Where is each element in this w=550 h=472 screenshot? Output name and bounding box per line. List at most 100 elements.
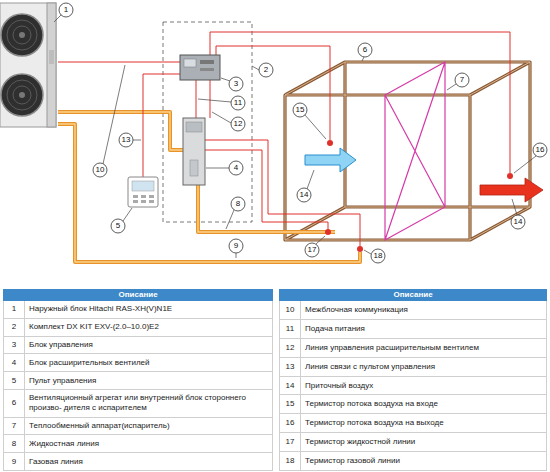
callout-circles	[93, 163, 107, 177]
row-number: 17	[280, 433, 301, 451]
remote-controller	[128, 177, 158, 207]
thermistor-dots	[325, 229, 331, 235]
leader-lines	[226, 210, 234, 229]
table-body: 10Межблочная коммуникация11Подача питани…	[279, 301, 547, 471]
table-row: 16Термистор потока воздуха на выходе	[280, 414, 546, 433]
callout-circles	[259, 63, 273, 77]
refrigerant-pipes	[58, 112, 360, 262]
remote-controller	[132, 181, 154, 191]
row-description: Наружный блок Hitachi RAS-XH(V)N1E	[25, 303, 272, 315]
callout-circles	[229, 239, 243, 253]
expansion-valve-block	[190, 160, 198, 176]
leader-lines	[316, 236, 325, 244]
row-number: 12	[280, 339, 301, 357]
row-number: 10	[280, 301, 301, 319]
row-description: Термистор газовой линии	[301, 455, 546, 467]
row-number: 6	[4, 390, 25, 417]
control-wires	[210, 32, 510, 173]
callout-circles	[358, 43, 372, 57]
table-row: 15Термистор потока воздуха на входе	[280, 395, 546, 414]
leader-lines	[307, 170, 314, 189]
callout-number: 12	[231, 117, 245, 131]
callout-circles	[305, 243, 319, 257]
leader-lines	[54, 15, 536, 258]
leader-lines	[198, 99, 231, 102]
remote-controller	[128, 177, 158, 207]
expansion-valve-block	[183, 118, 205, 185]
remote-controller	[133, 200, 138, 203]
outdoor-unit	[1, 14, 43, 56]
thermistor-dots	[507, 173, 513, 179]
row-description: Блок расширительных вентилей	[25, 357, 272, 369]
remote-controller	[133, 195, 138, 198]
row-number: 1	[4, 301, 25, 318]
row-description: Жидкостная линия	[25, 438, 272, 450]
row-number: 3	[4, 337, 25, 354]
leader-lines	[512, 199, 517, 215]
thermistor-dots	[357, 246, 363, 252]
control-wires	[210, 80, 211, 118]
callout-number: 7	[455, 73, 469, 87]
callout-circles	[59, 3, 547, 263]
expansion-valve-block	[183, 118, 205, 185]
row-number: 16	[280, 414, 301, 432]
ventilation-unit	[285, 62, 530, 240]
callout-circles	[293, 103, 307, 117]
refrigerant-pipes	[58, 112, 360, 262]
ventilation-unit	[285, 62, 530, 240]
air-arrows	[480, 178, 543, 202]
leader-lines	[206, 168, 229, 169]
ventilation-unit	[285, 62, 530, 240]
callout-number: 2	[259, 63, 273, 77]
remote-controller	[149, 195, 154, 198]
row-description: Газовая линия	[25, 456, 272, 468]
row-description: Термистор жидкостной линии	[301, 436, 546, 448]
control-wires	[216, 46, 330, 140]
table-row: 11Подача питания	[280, 320, 546, 339]
leader-lines	[236, 253, 237, 258]
heat-exchanger	[385, 62, 445, 240]
legend-table: Описание1Наружный блок Hitachi RAS-XH(V)…	[3, 289, 273, 471]
expansion-valve-block	[186, 122, 202, 132]
air-arrows	[305, 148, 356, 172]
control-wires	[143, 74, 180, 177]
table-row: 13Линия связи с пультом управления	[280, 358, 546, 377]
row-description: Блок управления	[25, 339, 272, 351]
outdoor-unit	[7, 80, 37, 110]
callout-circles	[231, 96, 245, 110]
callout-circles	[297, 188, 311, 202]
row-description: Линия управления расширительным вентилем	[301, 342, 546, 354]
row-description: Комплект DX KIT EXV-(2.0–10.0)E2	[25, 321, 272, 333]
outdoor-unit	[49, 50, 54, 64]
callout-number: 16	[533, 143, 547, 157]
row-description: Подача питания	[301, 323, 546, 335]
dx-kit-outline	[163, 22, 252, 222]
callout-number: 11	[231, 96, 245, 110]
callout-number: 6	[358, 43, 372, 57]
leader-lines	[305, 115, 326, 139]
leader-lines	[133, 140, 141, 141]
leader-lines	[54, 15, 61, 22]
callout-number: 3	[229, 77, 243, 91]
leader-lines	[252, 66, 259, 70]
control-block	[200, 60, 214, 64]
table-row: 7Теплообменный аппарат(испаритель)	[4, 418, 272, 436]
callout-number: 13	[119, 133, 133, 147]
thermistor-dots	[327, 140, 333, 146]
callout-number: 10	[93, 163, 107, 177]
row-number: 5	[4, 372, 25, 389]
row-number: 15	[280, 395, 301, 413]
air-arrows	[305, 148, 543, 202]
remote-controller	[149, 200, 154, 203]
callout-circles	[371, 249, 385, 263]
table-row: 10Межблочная коммуникация	[280, 301, 546, 320]
leader-lines	[103, 65, 125, 164]
row-number: 4	[4, 354, 25, 371]
callout-number: 8	[231, 197, 245, 211]
control-wires	[196, 80, 197, 118]
refrigerant-pipes	[58, 112, 360, 262]
table-row: 9Газовая линия	[4, 453, 272, 471]
callout-circles	[229, 77, 243, 91]
control-block	[200, 68, 214, 71]
